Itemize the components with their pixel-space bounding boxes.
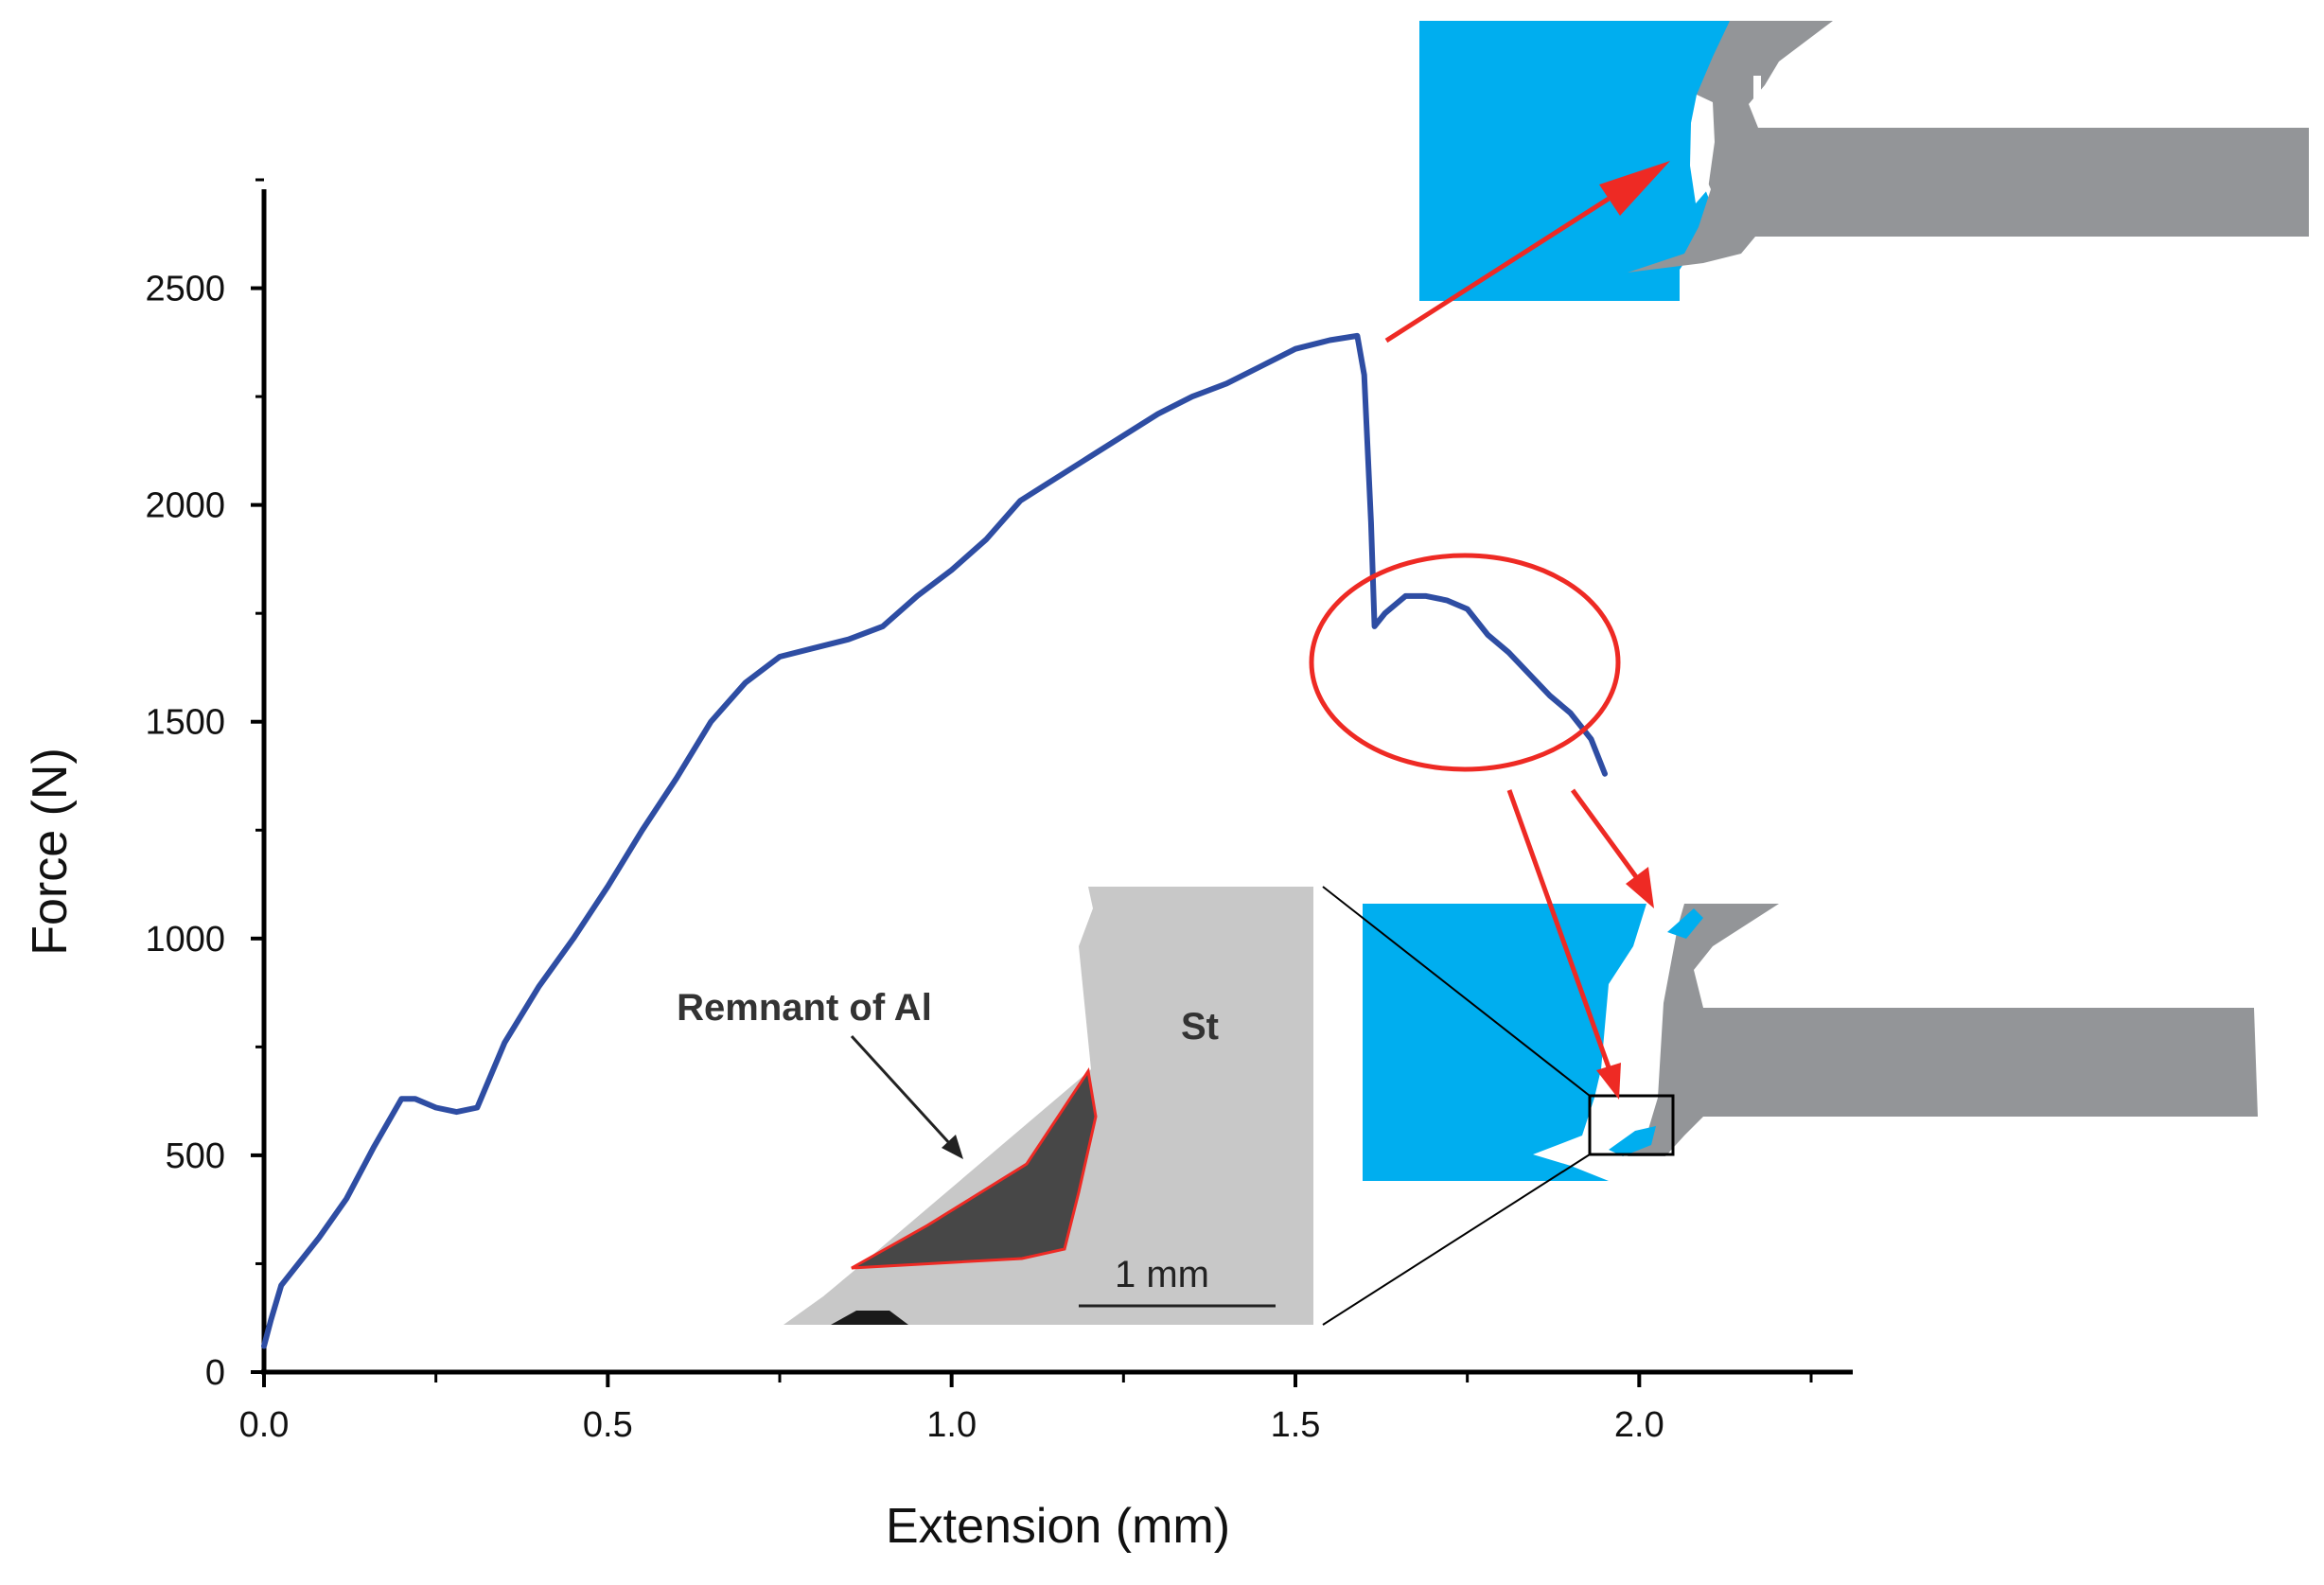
steel-label: St [1181,1006,1219,1048]
x-tick-labels: 0.0 0.5 1.0 1.5 2.0 [239,1405,1664,1445]
gap-top [1690,95,1715,203]
remnant-pointer-line [850,1034,953,1147]
arrow-peak-to-top-head [1599,161,1670,216]
y-tick-label: 2500 [145,270,225,309]
x-tick-label: 1.0 [926,1405,977,1445]
axes: 0 500 1000 1500 2000 2500 0.0 0.5 1.0 1.5 2.0 Ext… [23,178,1853,1554]
x-tick-label: 0.5 [583,1405,633,1445]
x-ticks [262,1372,1813,1387]
x-axis-title: Extension (mm) [886,1499,1230,1554]
post-failure-highlight-ellipse [1309,553,1621,772]
remnant-pointer-head [942,1135,963,1159]
x-tick-label: 0.0 [239,1405,290,1445]
x-tick-label: 2.0 [1614,1405,1664,1445]
aluminium-fragment-corner [1609,1126,1656,1156]
arrow-to-top-fragment-head [1626,867,1654,908]
cross-section-top [1419,21,2309,301]
micrograph-steel [783,887,1313,1325]
y-tick-label: 500 [166,1136,225,1176]
gap-top-small [1753,76,1761,102]
aluminium-fragment-top [1667,908,1703,939]
y-tick-labels: 0 500 1000 1500 2000 2500 [145,270,225,1393]
micrograph-remnant [851,1066,1098,1270]
micrograph-inset: 1 mm St Remnant of Al [677,887,1313,1325]
zoom-box [1588,1094,1675,1156]
steel-rivet-bottom [1628,904,2258,1156]
steel-rivet-top [1628,21,2309,273]
arrow-to-corner-head [1596,1063,1621,1100]
y-tick-label: 0 [205,1353,225,1393]
y-ticks [251,178,264,1374]
force-extension-curve [261,332,1608,1349]
zoom-line-top [1322,886,1591,1097]
zoom-line-bottom [1322,1154,1591,1326]
y-tick-label: 2000 [145,486,225,526]
y-tick-label: 1000 [145,920,225,960]
arrow-to-top-fragment-shaft [1570,788,1640,880]
aluminium-sheet-top [1419,21,1730,301]
y-axis-title: Force (N) [23,748,78,956]
x-tick-label: 1.5 [1271,1405,1321,1445]
arrow-to-corner-shaft [1506,789,1611,1068]
remnant-label: Remnant of Al [677,987,932,1029]
scale-bar-label: 1 mm [1115,1254,1209,1295]
micrograph-dark-spot [831,1311,908,1325]
arrow-peak-to-top-shaft [1384,196,1611,343]
cross-section-bottom [1363,904,2258,1181]
y-tick-label: 1500 [145,703,225,743]
failure-annotations [1309,161,1670,1100]
gap-bottom [1624,927,1677,1143]
